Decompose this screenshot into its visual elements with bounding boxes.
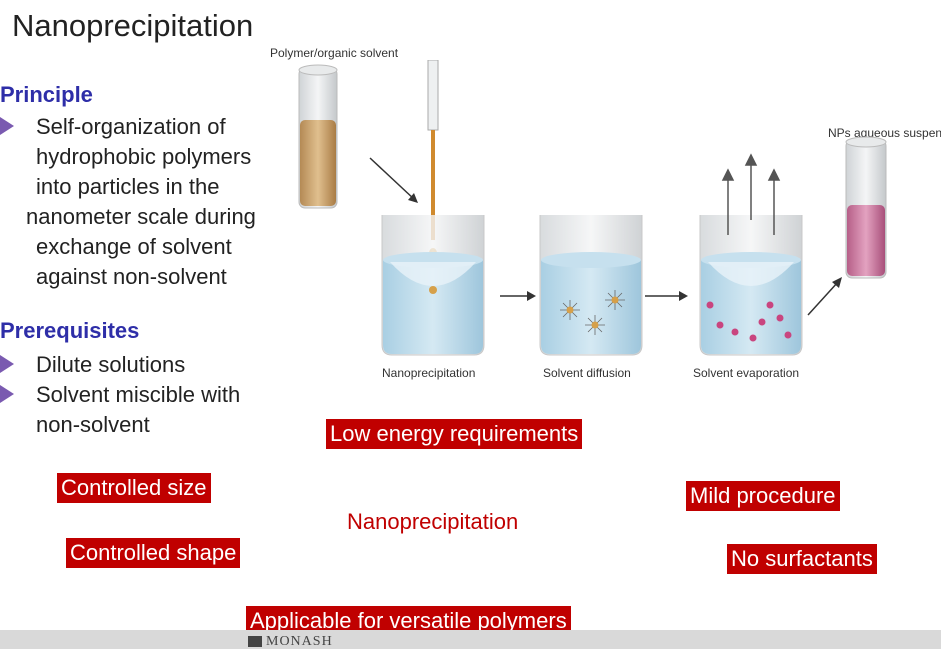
beaker-nanoprecipitation-icon (381, 215, 485, 356)
prerequisites-heading: Prerequisites (0, 318, 140, 343)
np-vial-icon (845, 136, 887, 279)
beaker-diffusion-icon (539, 215, 643, 356)
principle-line-4: nanometer scale during (26, 204, 256, 229)
tag-mild-procedure: Mild procedure (686, 481, 840, 511)
monash-logo: MONASH (248, 634, 333, 650)
page-title: Nanoprecipitation (12, 8, 254, 43)
tag-controlled-shape: Controlled shape (66, 538, 241, 568)
principle-line-5: exchange of solvent (36, 234, 232, 259)
footer-bar (0, 630, 941, 649)
principle-line-6: against non-solvent (36, 264, 227, 289)
tag-controlled-size: Controlled size (57, 473, 211, 503)
principle-line-2: hydrophobic polymers (36, 144, 252, 169)
prereq-item-2-line-2: non-solvent (36, 412, 150, 437)
prereq-item-1: Dilute solutions (36, 352, 186, 377)
step-label-nanoprecipitation: Nanoprecipitation (382, 366, 476, 380)
step-label-evaporation: Solvent evaporation (693, 366, 800, 380)
principle-line-3: into particles in the (36, 174, 220, 199)
tag-no-surfactants: No surfactants (727, 544, 877, 574)
label-nps-suspension: NPs aqueous suspension (828, 126, 941, 140)
principle-bullet: Self-organization of hydrophobic polymer… (0, 112, 256, 292)
evaporation-arrows-icon (721, 153, 781, 235)
center-label: Nanoprecipitation (347, 509, 519, 534)
principle-heading: Principle (0, 82, 93, 107)
prereq-bullet-2: Solvent miscible with non-solvent (0, 380, 240, 440)
tag-low-energy: Low energy requirements (326, 419, 583, 449)
label-polymer-solvent: Polymer/organic solvent (270, 46, 399, 60)
bullet-arrow-icon (0, 355, 14, 373)
polymer-vial-icon (298, 64, 338, 209)
prereq-item-2-line-1: Solvent miscible with (36, 382, 241, 407)
beaker-evaporation-icon (699, 215, 803, 356)
prereq-bullet-1: Dilute solutions (0, 350, 185, 380)
bullet-arrow-icon (0, 385, 14, 403)
monash-shield-icon (248, 636, 262, 648)
principle-line-1: Self-organization of (36, 114, 226, 139)
step-label-diffusion: Solvent diffusion (543, 366, 631, 380)
process-diagram (298, 60, 887, 356)
bullet-arrow-icon (0, 117, 14, 135)
monash-logo-text: MONASH (266, 634, 333, 649)
